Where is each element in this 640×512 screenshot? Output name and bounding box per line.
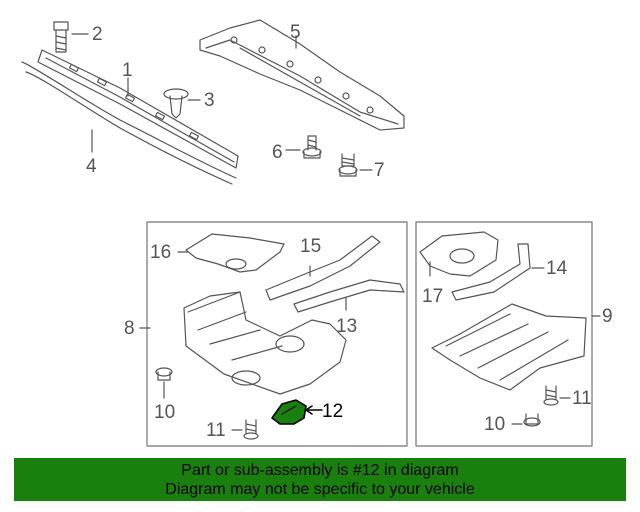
part-1-bracket xyxy=(37,49,239,169)
parts-diagram: 2 1 3 4 5 6 7 16 15 13 8 10 11 12 17 14 … xyxy=(21,19,613,447)
part-16-plate xyxy=(177,233,285,273)
callout-11-left: 11 xyxy=(206,420,226,441)
callout-10-left: 10 xyxy=(154,402,175,423)
banner-line-2: Diagram may not be specific to your vehi… xyxy=(165,481,475,498)
part-12-highlighted xyxy=(271,399,323,425)
callout-17: 17 xyxy=(422,286,443,307)
callout-7: 7 xyxy=(374,160,385,181)
callout-15: 15 xyxy=(300,236,321,257)
part-6-bolt xyxy=(285,135,322,159)
part-5-cover xyxy=(199,19,405,131)
callout-16: 16 xyxy=(150,242,171,263)
part-7-bolt xyxy=(338,153,373,177)
callout-9: 9 xyxy=(602,306,613,327)
part-4-strip xyxy=(21,61,237,185)
part-10-bolt-right xyxy=(511,413,541,427)
part-9-shield xyxy=(431,303,601,391)
callout-12: 12 xyxy=(322,401,343,422)
callout-11-right: 11 xyxy=(572,388,592,409)
callout-14: 14 xyxy=(546,258,568,279)
part-3-clip xyxy=(163,88,201,119)
part-11-bolt-right xyxy=(543,385,571,406)
part-14-rod xyxy=(451,243,545,301)
part-13-rail xyxy=(293,279,405,313)
callout-10-right: 10 xyxy=(484,414,505,435)
part-15-rail xyxy=(265,235,381,301)
group-box-9 xyxy=(415,221,593,447)
part-10-bolt-left xyxy=(155,367,173,399)
callout-1: 1 xyxy=(122,60,133,81)
callout-5: 5 xyxy=(290,22,301,43)
callout-4: 4 xyxy=(86,156,97,177)
callout-2: 2 xyxy=(92,24,103,45)
callout-6: 6 xyxy=(272,142,283,163)
part-17-plate xyxy=(419,231,499,277)
callout-13: 13 xyxy=(336,316,357,337)
callout-3: 3 xyxy=(204,90,215,111)
part-8-shield xyxy=(139,291,347,395)
banner-line-1: Part or sub-assembly is #12 in diagram xyxy=(181,462,459,479)
group-box-8 xyxy=(146,221,408,447)
part-11-bolt-left xyxy=(231,419,259,440)
callout-8: 8 xyxy=(124,318,135,339)
info-banner: Part or sub-assembly is #12 in diagram D… xyxy=(14,458,626,501)
part-2-bolt xyxy=(53,21,89,53)
